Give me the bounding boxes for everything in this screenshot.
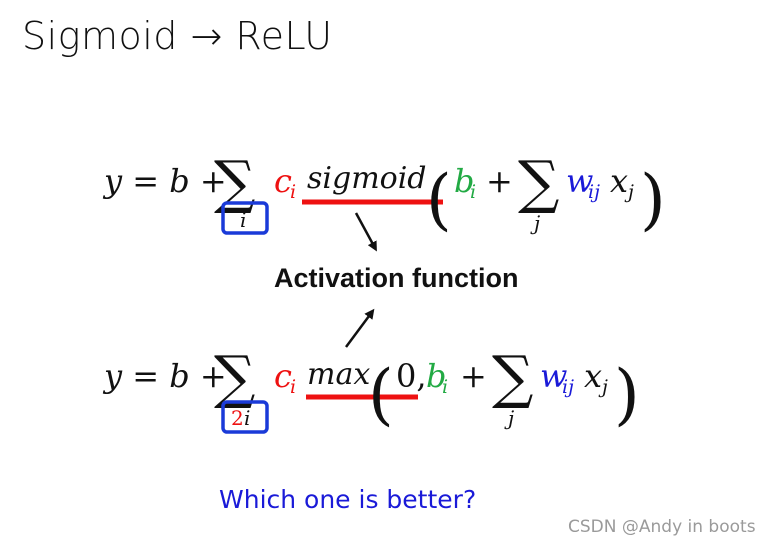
- eq2-right-paren: ): [614, 356, 640, 433]
- activation-function-label: Activation function: [274, 263, 519, 293]
- eq1-w: w: [566, 162, 593, 200]
- eq1-sum-index: i: [240, 208, 246, 232]
- slide-title: Sigmoid → ReLU: [22, 14, 333, 58]
- eq1-right-paren: ): [640, 161, 666, 238]
- eq2-c: c: [274, 357, 292, 395]
- eq1-w-sub: ij: [588, 181, 600, 203]
- watermark: CSDN @Andy in boots: [568, 517, 756, 537]
- eq2-lhs: y = b +: [102, 357, 227, 395]
- eq2-func-max: max: [307, 357, 370, 392]
- question-text: Which one is better?: [219, 485, 476, 514]
- eq2-sum-index-prefix: 2: [231, 406, 244, 430]
- eq1-c: c: [274, 162, 292, 200]
- equation-sigmoid: y = b + ∑ i c i sigmoid ( b i + ∑ j w ij…: [102, 148, 666, 238]
- eq2-zero: 0,: [396, 357, 427, 395]
- eq2-w: w: [540, 357, 567, 395]
- eq1-sum2-index: j: [530, 211, 540, 235]
- eq1-b-sub: i: [470, 181, 476, 203]
- eq1-x: x: [610, 162, 628, 200]
- eq1-sum-index-box: [221, 201, 269, 235]
- eq2-sum-symbol: ∑: [214, 343, 255, 411]
- eq1-lhs: y = b +: [102, 162, 227, 200]
- eq1-sum2-symbol: ∑: [518, 148, 559, 216]
- eq1-c-sub: i: [290, 181, 296, 203]
- eq1-sum-symbol: ∑: [214, 148, 255, 216]
- eq2-x: x: [584, 357, 602, 395]
- eq2-b-sub: i: [442, 376, 448, 398]
- eq2-sum2-index: j: [504, 406, 514, 430]
- eq2-plus: +: [460, 357, 487, 395]
- eq2-w-sub: ij: [562, 376, 574, 398]
- eq2-x-sub: j: [598, 376, 608, 398]
- eq2-b: b: [426, 357, 446, 395]
- eq2-c-sub: i: [290, 376, 296, 398]
- eq1-b: b: [454, 162, 474, 200]
- eq1-x-sub: j: [624, 181, 634, 203]
- eq1-left-paren: (: [426, 161, 452, 238]
- eq2-sum2-symbol: ∑: [492, 343, 533, 411]
- eq1-func-sigmoid: sigmoid: [307, 161, 427, 196]
- arrow-up: [344, 308, 375, 348]
- eq2-sum-index-box: [221, 400, 269, 434]
- eq2-sum-index: i: [244, 406, 250, 430]
- equation-relu: y = b + ∑ 2 i c i max ( 0, b i + ∑ j w i…: [102, 343, 640, 434]
- eq2-left-paren: (: [368, 356, 394, 433]
- arrow-down: [354, 212, 377, 252]
- eq1-plus: +: [486, 162, 513, 200]
